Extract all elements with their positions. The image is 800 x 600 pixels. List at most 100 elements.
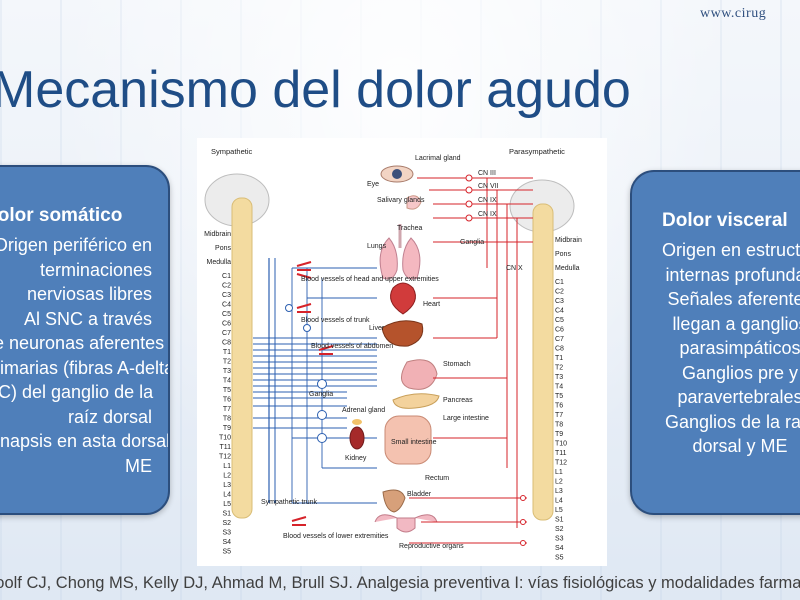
visceral-pain-heading: Dolor visceral xyxy=(662,210,788,231)
spinal-level-label: L2 xyxy=(555,479,563,486)
large-intestine-label: Large intestine xyxy=(443,415,489,422)
kidney-icon xyxy=(349,426,365,450)
spinal-level-label: C3 xyxy=(222,292,231,299)
spinal-level-label: T1 xyxy=(223,349,231,356)
spinal-level-label: T7 xyxy=(223,406,231,413)
spinal-level-label: L5 xyxy=(223,501,231,508)
somatic-line: primarias (fibras A-delta xyxy=(0,357,170,378)
blood-vessel-icons xyxy=(291,261,334,526)
spinal-level-label: T8 xyxy=(223,416,231,423)
rectum-label: Rectum xyxy=(425,475,449,482)
spinal-level-label: Midbrain xyxy=(204,231,231,238)
intestine-icon xyxy=(384,415,432,465)
sympathetic-fibers xyxy=(253,267,377,504)
somatic-line: raíz dorsal xyxy=(67,406,152,427)
spinal-level-label: T9 xyxy=(223,425,231,432)
cranial-nerve-label: CN III xyxy=(478,170,496,177)
left-ganglia-label: Ganglia xyxy=(309,391,333,398)
visceral-line: parasimpáticos xyxy=(679,338,800,358)
spinal-level-label: T9 xyxy=(555,431,563,438)
visceral-line: dorsal y ME xyxy=(692,436,788,456)
spinal-level-label: L4 xyxy=(555,498,563,505)
spinal-level-label: S4 xyxy=(555,545,564,552)
sympathetic-label: Sympathetic xyxy=(211,147,253,156)
spinal-level-label: S3 xyxy=(222,530,231,537)
cranial-nerve-label: CN IX xyxy=(478,197,497,204)
spinal-level-label: T5 xyxy=(555,393,563,400)
spinal-level-label: Midbrain xyxy=(555,237,582,244)
spinal-level-label: S5 xyxy=(222,549,231,556)
spinal-level-label: L3 xyxy=(223,482,231,489)
left-spinal-levels: MidbrainPonsMedullaC1C2C3C4C5C6C7C8T1T2T… xyxy=(204,231,231,556)
spinal-level-label: T2 xyxy=(555,365,563,372)
spinal-level-label: T11 xyxy=(555,450,567,457)
parasympathetic-label: Parasympathetic xyxy=(509,147,565,156)
sympathetic-trunk-label: Sympathetic trunk xyxy=(261,499,318,506)
liver-label: Liver xyxy=(369,325,385,332)
spinal-level-label: C4 xyxy=(222,302,231,309)
left-lung-icon xyxy=(379,237,398,280)
spinal-level-label: S5 xyxy=(555,555,564,562)
visceral-line: Señales aferentes xyxy=(667,289,800,309)
slide-title: Mecanismo del dolor agudo xyxy=(0,61,631,119)
ganglia-label: Ganglia xyxy=(460,239,484,246)
spinal-level-label: C1 xyxy=(222,273,231,280)
spinal-level-label: L1 xyxy=(223,463,231,470)
spinal-level-label: T2 xyxy=(223,359,231,366)
watermark-url: www.cirug xyxy=(700,6,767,21)
right-spinal-levels: MidbrainPonsMedullaC1C2C3C4C5C6C7C8T1T2T… xyxy=(555,237,582,562)
spinal-level-label: T7 xyxy=(555,412,563,419)
cranial-nerve-label: CN X xyxy=(506,265,523,272)
visceral-line: paravertebrales xyxy=(677,387,800,407)
spinal-level-label: T4 xyxy=(555,384,563,391)
somatic-line: de neuronas aferentes xyxy=(0,333,165,353)
spinal-level-label: C8 xyxy=(555,346,564,353)
spinal-level-label: S4 xyxy=(222,539,231,546)
visceral-line: Ganglios de la raíz xyxy=(664,411,800,432)
eye-label: Eye xyxy=(367,181,379,188)
pancreas-icon xyxy=(392,393,440,409)
cranial-nerve-label: CN VII xyxy=(478,183,499,190)
visceral-line: Ganglios pre y xyxy=(681,362,799,383)
spinal-level-label: T12 xyxy=(219,454,231,461)
spinal-level-label: T6 xyxy=(555,403,563,410)
spinal-level-label: L3 xyxy=(555,488,563,495)
lacrimal-label: Lacrimal gland xyxy=(415,155,461,162)
cranial-nerve-label: CN IX xyxy=(478,211,497,218)
spinal-level-label: T3 xyxy=(223,368,231,375)
vessels-trunk-label: Blood vessels of trunk xyxy=(301,317,370,324)
right-lung-icon xyxy=(402,237,421,280)
salivary-gland-icon xyxy=(406,195,422,210)
spinal-level-label: T4 xyxy=(223,378,231,385)
spinal-level-label: S1 xyxy=(222,511,231,518)
spinal-level-label: C6 xyxy=(222,321,231,328)
spinal-level-label: C6 xyxy=(555,327,564,334)
somatic-line: Origen periférico en xyxy=(0,235,152,255)
spinal-level-label: T3 xyxy=(555,374,563,381)
spinal-level-label: L1 xyxy=(555,469,563,476)
stomach-label: Stomach xyxy=(443,361,471,368)
spinal-level-label: Pons xyxy=(215,245,231,252)
spinal-level-label: L2 xyxy=(223,473,231,480)
spinal-level-label: T5 xyxy=(223,387,231,394)
parasympathetic-ganglion-dots xyxy=(465,174,526,546)
right-spinal-cord xyxy=(532,203,554,521)
spinal-level-label: S3 xyxy=(555,536,564,543)
spinal-level-label: C3 xyxy=(555,298,564,305)
parasympathetic-fibers xyxy=(409,177,533,544)
spinal-level-label: T6 xyxy=(223,397,231,404)
somatic-line: Sinapsis en asta dorsal xyxy=(0,431,170,451)
trachea-label: Trachea xyxy=(397,225,423,232)
spinal-level-label: S2 xyxy=(222,520,231,527)
spinal-level-label: Pons xyxy=(555,251,571,258)
spinal-level-label: C5 xyxy=(555,317,564,324)
spinal-level-label: C7 xyxy=(555,336,564,343)
somatic-line: ME xyxy=(125,455,152,476)
vessels-lower-label: Blood vessels of lower extremities xyxy=(283,533,389,540)
bladder-icon xyxy=(382,489,406,513)
citation-footer: Woolf CJ, Chong MS, Kelly DJ, Ahmad M, B… xyxy=(0,574,800,592)
vessels-head-label: Blood vessels of head and upper extremit… xyxy=(301,276,439,283)
spinal-level-label: C8 xyxy=(222,340,231,347)
visceral-line: llegan a ganglios xyxy=(672,313,800,334)
